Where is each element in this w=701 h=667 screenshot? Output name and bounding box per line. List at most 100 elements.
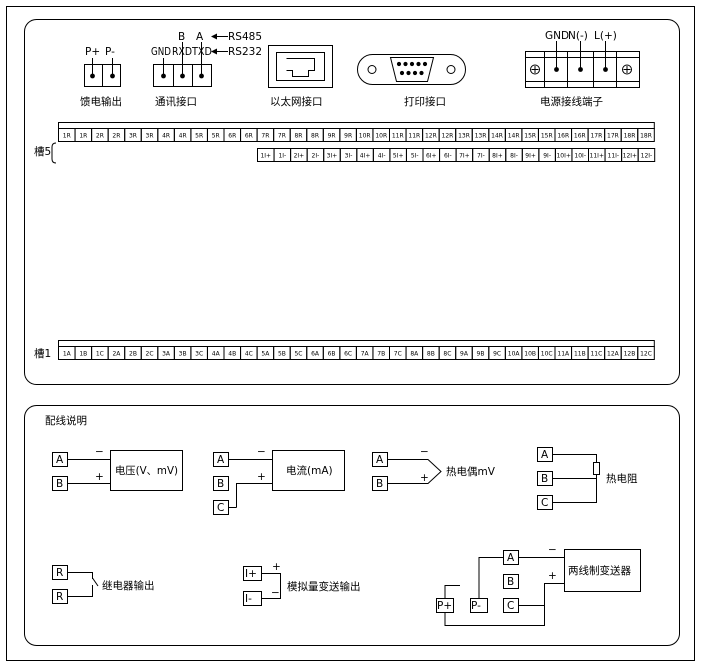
terminal-label: 5R bbox=[212, 133, 220, 140]
terminal-label: 3I+ bbox=[327, 153, 338, 160]
terminal-label: 1A bbox=[63, 351, 72, 358]
terminal-label: 16R bbox=[574, 133, 586, 140]
wiring-title: 配线说明 bbox=[45, 414, 87, 427]
terminal-label: 12C bbox=[640, 351, 652, 358]
thermocouple-label: 热电偶mV bbox=[446, 465, 496, 478]
analog-output-label: 模拟量变送输出 bbox=[287, 580, 361, 593]
current-terminal-b: B bbox=[217, 478, 224, 490]
terminal-label: 12A bbox=[607, 351, 620, 358]
transmitter-plus-sign: + bbox=[548, 570, 557, 582]
terminal-label: 5B bbox=[278, 351, 286, 358]
terminal-label: 12I+ bbox=[623, 153, 637, 160]
terminal-label: 2R bbox=[96, 133, 104, 140]
terminal-label: 11I- bbox=[608, 153, 620, 160]
terminal-label: 7A bbox=[361, 351, 370, 358]
terminal-label: 10I+ bbox=[556, 153, 570, 160]
analog-terminal-iplus: I+ bbox=[245, 568, 257, 580]
terminal-label: 11R bbox=[392, 133, 404, 140]
terminal-label: 7R bbox=[278, 133, 286, 140]
transmitter-feed-pminus: P- bbox=[471, 600, 481, 612]
terminal-label: 1I+ bbox=[260, 153, 271, 160]
voltage-box-label: 电压(V、mV) bbox=[115, 464, 178, 477]
terminal-label: 5C bbox=[294, 351, 302, 358]
analog-output-wiring: I+ I- + − 模拟量变送输出 bbox=[243, 561, 361, 606]
terminal-label: 6R bbox=[245, 133, 253, 140]
voltage-minus-sign: − bbox=[95, 446, 104, 458]
terminal-label: 4I+ bbox=[360, 153, 371, 160]
ethernet-label: 以太网接口 bbox=[270, 95, 323, 108]
terminal-label: 8A bbox=[410, 351, 419, 358]
rear-panel bbox=[24, 19, 680, 385]
terminal-label: 17R bbox=[607, 133, 619, 140]
terminal-label: 7R bbox=[261, 133, 269, 140]
thermocouple-wiring: A B − + 热电偶mV bbox=[372, 446, 496, 491]
rtd-terminal-c: C bbox=[541, 497, 548, 509]
terminal-label: 6B bbox=[328, 351, 336, 358]
terminal-label: 11R bbox=[408, 133, 420, 140]
terminal-label: 9I- bbox=[543, 153, 551, 160]
terminal-label: 10R bbox=[375, 133, 387, 140]
relay-wiring: R R 继电器输出 bbox=[52, 565, 155, 604]
transmitter-terminal-c: C bbox=[507, 600, 514, 612]
terminal-label: 6A bbox=[311, 351, 320, 358]
terminal-label: 14R bbox=[508, 133, 520, 140]
terminal-label: 1I- bbox=[278, 153, 286, 160]
transmitter-terminal-a: A bbox=[507, 552, 515, 564]
terminal-label: 6R bbox=[228, 133, 236, 140]
transmitter-terminal-b: B bbox=[507, 576, 514, 588]
voltage-wiring: A B − + 电压(V、mV) bbox=[52, 446, 183, 491]
comm-pin-b: B bbox=[178, 31, 185, 43]
terminal-label: 5I+ bbox=[393, 153, 404, 160]
outer-frame bbox=[6, 6, 695, 661]
terminal-label: 7C bbox=[394, 351, 402, 358]
terminal-label: 4I- bbox=[378, 153, 386, 160]
terminal-label: 7I+ bbox=[459, 153, 470, 160]
two-wire-transmitter-label: 两线制变送器 bbox=[568, 564, 631, 577]
terminal-label: 14R bbox=[491, 133, 503, 140]
terminal-label: 13R bbox=[475, 133, 487, 140]
two-wire-transmitter-wiring: A B C P- P+ − + 两线制变送器 bbox=[436, 544, 641, 626]
relay-terminal-2: R bbox=[56, 591, 63, 603]
printer-port: 打印接口 bbox=[357, 54, 466, 108]
terminal-label: 9I+ bbox=[525, 153, 536, 160]
analog-minus-sign: − bbox=[271, 587, 280, 599]
feed-pin-minus: P- bbox=[105, 46, 115, 58]
thermocouple-minus-sign: − bbox=[420, 446, 429, 458]
current-terminal-c: C bbox=[217, 502, 224, 514]
power-pin-gnd: GND bbox=[545, 30, 569, 42]
rtd-terminal-a: A bbox=[541, 449, 549, 461]
terminal-label: 6I+ bbox=[426, 153, 437, 160]
terminal-label: 15R bbox=[541, 133, 553, 140]
terminal-label: 9B bbox=[477, 351, 485, 358]
comm-pin-a: A bbox=[196, 31, 204, 43]
terminal-label: 10I- bbox=[574, 153, 586, 160]
power-terminal-block: GND N(-) L(+) 电源接线端子 bbox=[525, 30, 640, 108]
terminal-label: 4C bbox=[245, 351, 253, 358]
relay-terminal-1: R bbox=[56, 567, 63, 579]
terminal-label: 17R bbox=[590, 133, 602, 140]
terminal-label: 11I+ bbox=[590, 153, 604, 160]
terminal-label: 5I- bbox=[411, 153, 419, 160]
terminal-label: 10R bbox=[359, 133, 371, 140]
current-plus-sign: + bbox=[257, 471, 266, 483]
ethernet-port: 以太网接口 bbox=[268, 45, 333, 108]
current-box-label: 电流(mA) bbox=[286, 464, 333, 477]
terminal-label: 3R bbox=[146, 133, 154, 140]
rtd-label: 热电阻 bbox=[606, 472, 638, 485]
terminal-label: 8R bbox=[311, 133, 319, 140]
terminal-label: 1R bbox=[79, 133, 87, 140]
terminal-label: 6I- bbox=[444, 153, 452, 160]
analog-plus-sign: + bbox=[272, 561, 281, 573]
terminal-cell bbox=[637, 148, 656, 162]
terminal-label: 8C bbox=[443, 351, 451, 358]
terminal-label: 10A bbox=[508, 351, 521, 358]
terminal-label: 4R bbox=[162, 133, 170, 140]
thermocouple-terminal-a: A bbox=[376, 454, 384, 466]
thermocouple-plus-sign: + bbox=[420, 472, 429, 484]
feed-output-connector: P+ P- 馈电输出 bbox=[80, 46, 122, 108]
terminal-label: 5R bbox=[195, 133, 203, 140]
terminal-label: 4A bbox=[212, 351, 221, 358]
voltage-terminal-b: B bbox=[56, 478, 63, 490]
